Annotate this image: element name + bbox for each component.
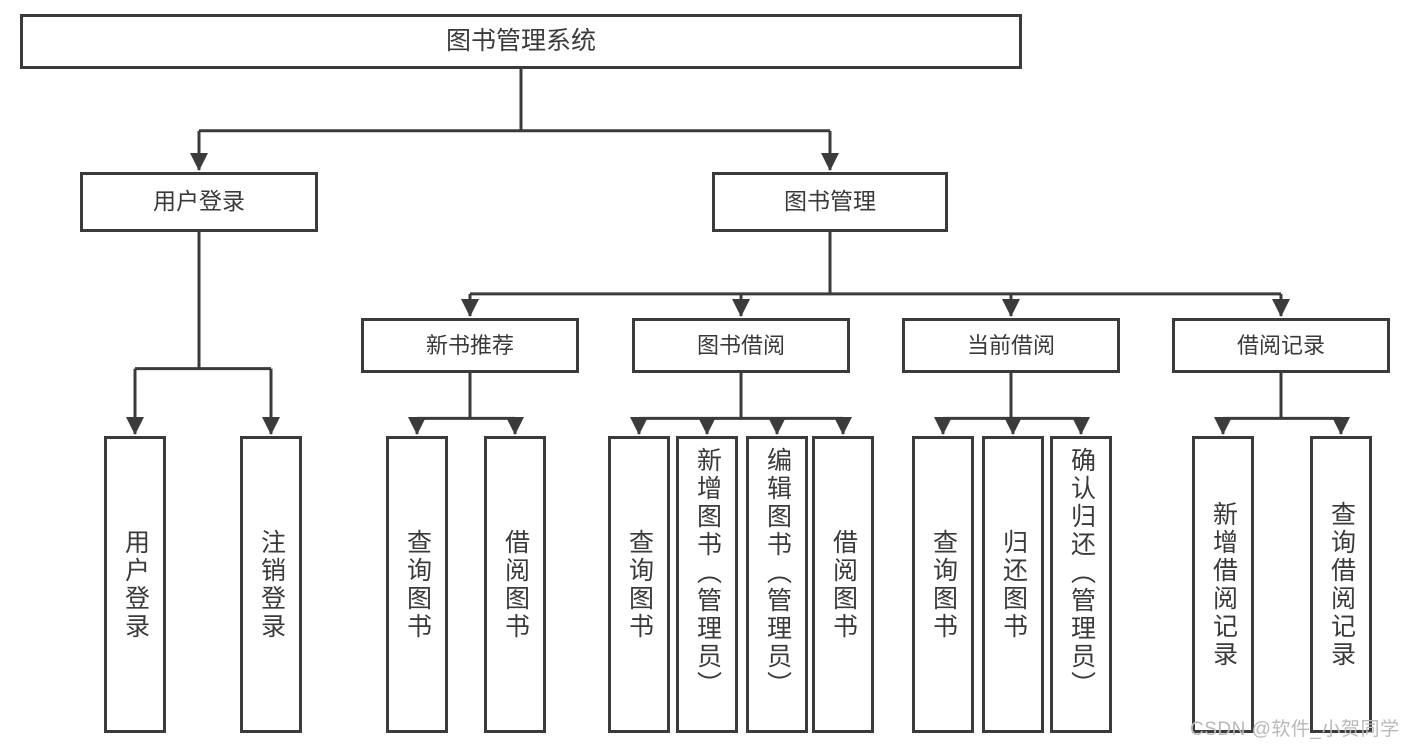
node-leaf-return-book[interactable]: 归还图书: [982, 436, 1044, 733]
arrow-head-leaf-query-book-borrow: [630, 417, 648, 435]
node-leaf-add-record[interactable]: 新增借阅记录: [1192, 436, 1254, 733]
node-leaf-query-book-current[interactable]: 查询图书: [912, 436, 974, 733]
node-leaf-query-book-new[interactable]: 查询图书: [386, 436, 448, 733]
node-label: 借阅图书: [829, 528, 858, 641]
node-label: 图书借阅: [696, 332, 785, 358]
node-new-book-recommend[interactable]: 新书推荐: [361, 318, 579, 373]
node-book-management[interactable]: 图书管理: [712, 172, 948, 232]
node-leaf-borrow-book-new[interactable]: 借阅图书: [484, 436, 546, 733]
node-label: 借阅图书: [501, 528, 530, 641]
arrow-head-book-management: [821, 153, 839, 171]
arrow-head-borrow-record: [1272, 299, 1290, 317]
watermark-label: CSDN @软件_小贺同学: [1190, 719, 1400, 740]
arrow-head-leaf-user-login: [126, 417, 144, 435]
node-leaf-logout[interactable]: 注销登录: [240, 436, 302, 733]
arrow-head-user-login: [190, 153, 208, 171]
arrow-head-leaf-return-book: [1004, 417, 1022, 435]
node-label: 用户登录: [121, 528, 150, 641]
node-leaf-add-book[interactable]: 新增图书（管理员）: [676, 436, 738, 733]
arrow-head-leaf-edit-book: [768, 417, 786, 435]
node-label: 查询图书: [403, 528, 432, 641]
node-label: 当前借阅: [966, 332, 1055, 358]
arrow-head-leaf-borrow-book-new: [506, 417, 524, 435]
node-label: 注销登录: [257, 528, 286, 641]
node-book-borrow[interactable]: 图书借阅: [632, 318, 850, 373]
arrow-head-leaf-query-book-current: [934, 417, 952, 435]
node-leaf-borrow-book[interactable]: 借阅图书: [812, 436, 874, 733]
node-label: 新增借阅记录: [1209, 500, 1238, 669]
arrow-head-current-borrow: [1002, 299, 1020, 317]
arrow-head-leaf-query-book-new: [408, 417, 426, 435]
node-borrow-record[interactable]: 借阅记录: [1172, 318, 1390, 373]
arrow-head-leaf-query-record: [1332, 417, 1350, 435]
arrow-head-leaf-add-record: [1214, 417, 1232, 435]
node-leaf-edit-book[interactable]: 编辑图书（管理员）: [746, 436, 808, 733]
arrow-head-new-book-recommend: [461, 299, 479, 317]
node-label: 新书推荐: [425, 332, 514, 358]
node-label: 图书管理系统: [445, 26, 596, 55]
node-current-borrow[interactable]: 当前借阅: [902, 318, 1120, 373]
node-label: 借阅记录: [1236, 332, 1325, 358]
node-leaf-query-book-borrow[interactable]: 查询图书: [608, 436, 670, 733]
node-root[interactable]: 图书管理系统: [20, 14, 1022, 69]
node-label: 确认归还（管理员）: [1067, 447, 1096, 699]
node-label: 编辑图书（管理员）: [763, 447, 792, 699]
node-label: 查询图书: [929, 528, 958, 641]
node-label: 用户登录: [153, 188, 245, 215]
node-leaf-confirm-return[interactable]: 确认归还（管理员）: [1050, 436, 1112, 733]
node-label: 归还图书: [999, 528, 1028, 641]
node-label: 查询借阅记录: [1327, 500, 1356, 669]
arrow-head-leaf-borrow-book: [834, 417, 852, 435]
node-leaf-user-login[interactable]: 用户登录: [104, 436, 166, 733]
node-user-login[interactable]: 用户登录: [80, 172, 318, 232]
node-label: 查询图书: [625, 528, 654, 641]
node-leaf-query-record[interactable]: 查询借阅记录: [1310, 436, 1372, 733]
arrow-head-leaf-logout: [262, 417, 280, 435]
arrow-head-book-borrow: [732, 299, 750, 317]
node-label: 图书管理: [784, 188, 876, 215]
node-label: 新增图书（管理员）: [693, 447, 722, 699]
arrow-head-leaf-confirm-return: [1072, 417, 1090, 435]
arrow-head-leaf-add-book: [698, 417, 716, 435]
